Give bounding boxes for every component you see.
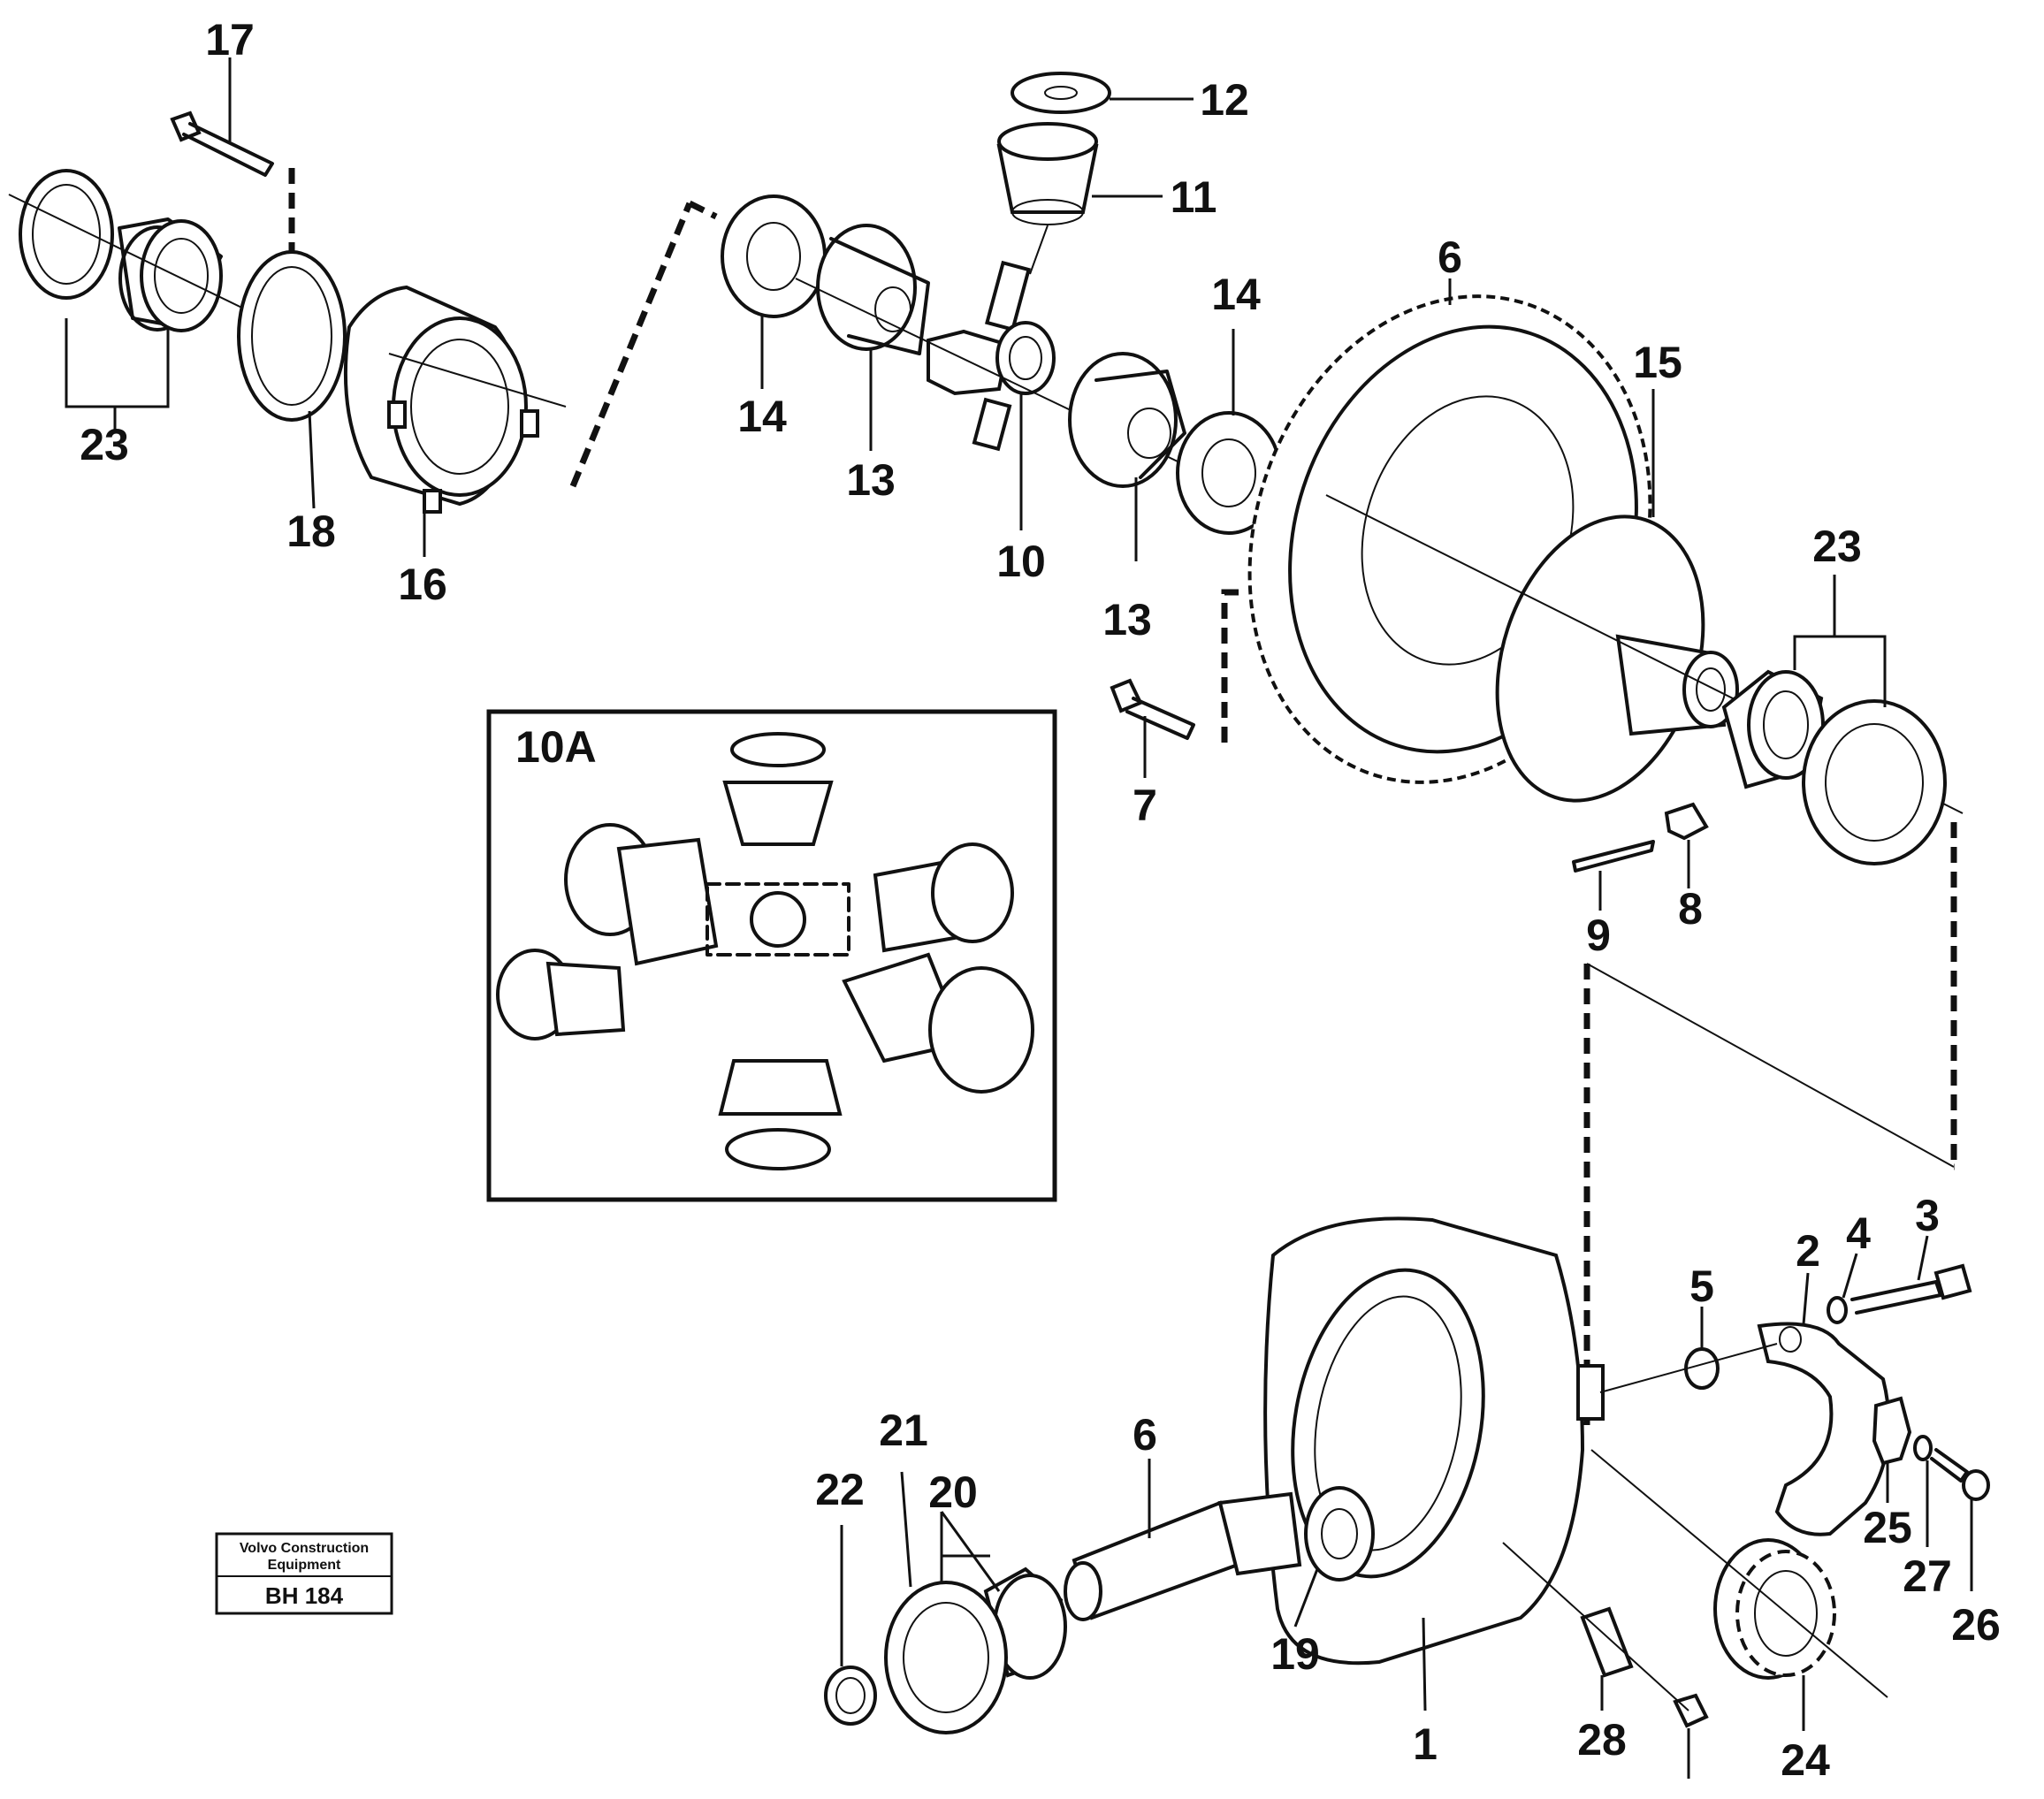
label-6-bottom: 6 bbox=[1133, 1410, 1157, 1460]
label-24: 24 bbox=[1781, 1735, 1830, 1785]
label-14-left: 14 bbox=[737, 392, 787, 441]
bearing-cap-2 bbox=[1757, 1322, 1891, 1536]
spacer-22 bbox=[824, 1666, 877, 1726]
label-1: 1 bbox=[1413, 1719, 1438, 1769]
label-27: 27 bbox=[1903, 1551, 1952, 1601]
bolt-7 bbox=[1110, 678, 1195, 740]
label-18: 18 bbox=[286, 507, 336, 556]
nut-28 bbox=[1673, 1693, 1709, 1728]
bearing-cone-right bbox=[1721, 669, 1825, 789]
label-10: 10 bbox=[996, 537, 1046, 586]
stamp-line-2: Equipment bbox=[268, 1558, 341, 1573]
bolt-17 bbox=[170, 111, 274, 177]
stamp-code: BH 184 bbox=[265, 1582, 344, 1609]
thrust-washer-14-left bbox=[721, 194, 827, 318]
label-3: 3 bbox=[1915, 1191, 1940, 1240]
stud-28 bbox=[1580, 1606, 1634, 1678]
pinion-gear-11 bbox=[996, 122, 1099, 225]
split-pin-9 bbox=[1572, 840, 1655, 873]
side-gear-13-left bbox=[816, 224, 930, 355]
drive-pinion-6 bbox=[1064, 1491, 1302, 1621]
adjusting-ring-24 bbox=[1713, 1538, 1836, 1680]
label-7: 7 bbox=[1133, 781, 1157, 830]
label-9: 9 bbox=[1586, 911, 1611, 960]
washer-4 bbox=[1827, 1296, 1848, 1324]
label-22: 22 bbox=[815, 1465, 865, 1514]
label-28: 28 bbox=[1577, 1715, 1627, 1765]
differential-case-15 bbox=[1495, 515, 1739, 803]
label-17: 17 bbox=[205, 15, 255, 65]
carrier-housing-1 bbox=[1263, 1216, 1605, 1666]
label-14-right: 14 bbox=[1211, 270, 1261, 319]
flange-ring-18 bbox=[237, 250, 347, 422]
dowel-5 bbox=[1684, 1347, 1720, 1390]
castle-nut-8 bbox=[1664, 802, 1709, 841]
inset-title: 10A bbox=[515, 722, 597, 772]
label-26: 26 bbox=[1951, 1600, 2001, 1650]
label-2: 2 bbox=[1796, 1226, 1820, 1276]
label-16: 16 bbox=[398, 560, 447, 609]
label-8: 8 bbox=[1678, 884, 1703, 934]
label-20: 20 bbox=[928, 1467, 978, 1517]
lock-washer-27 bbox=[1913, 1435, 1933, 1461]
label-6-top: 6 bbox=[1438, 232, 1462, 282]
label-21: 21 bbox=[879, 1406, 928, 1455]
label-15: 15 bbox=[1633, 338, 1682, 387]
label-13-left: 13 bbox=[846, 455, 896, 505]
label-12: 12 bbox=[1200, 75, 1249, 125]
differential-case-half-16 bbox=[343, 285, 539, 514]
stamp-line-1: Volvo Construction bbox=[240, 1541, 369, 1556]
label-5: 5 bbox=[1689, 1262, 1714, 1311]
lock-plate-25 bbox=[1872, 1396, 1912, 1466]
label-23-right: 23 bbox=[1812, 522, 1862, 571]
inset-10a: 10A bbox=[486, 709, 1057, 1202]
label-11: 11 bbox=[1171, 172, 1217, 222]
label-13-right: 13 bbox=[1102, 595, 1152, 644]
bolt-3 bbox=[1850, 1263, 1972, 1315]
label-25: 25 bbox=[1863, 1503, 1912, 1552]
side-gear-13-right bbox=[1068, 352, 1186, 488]
label-23-top-left: 23 bbox=[80, 420, 129, 469]
bolt-26 bbox=[1930, 1448, 1990, 1501]
label-19: 19 bbox=[1270, 1629, 1320, 1679]
publisher-stamp: Volvo Construction Equipment BH 184 bbox=[215, 1532, 393, 1615]
bearing-cone-top-left bbox=[118, 217, 223, 332]
spider-cross-10 bbox=[927, 260, 1056, 452]
bearing-cup-right bbox=[1802, 699, 1947, 865]
bearing-cup-21 bbox=[884, 1581, 1008, 1734]
pilot-bearing-19 bbox=[1304, 1486, 1375, 1582]
thrust-washer-12 bbox=[1011, 72, 1111, 114]
label-4: 4 bbox=[1846, 1208, 1871, 1258]
